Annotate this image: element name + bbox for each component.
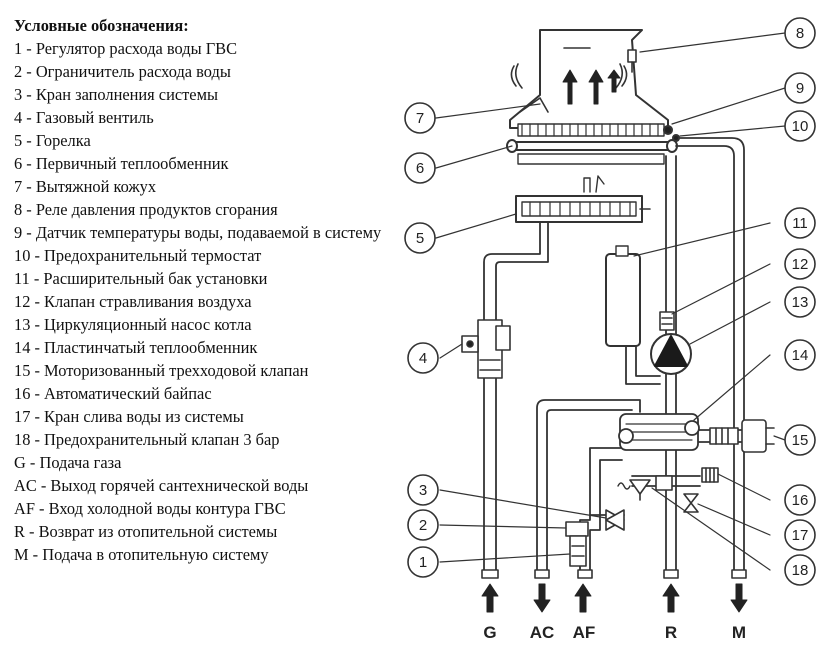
svg-text:1: 1 xyxy=(419,554,427,571)
svg-text:4: 4 xyxy=(419,350,427,367)
flow-arrows xyxy=(481,583,748,613)
callout-1: 1 xyxy=(407,546,439,578)
legend-item-2: 2 - Ограничитель расхода воды xyxy=(14,62,231,81)
port-label-af: AF xyxy=(573,623,596,642)
expansion-tank-valve xyxy=(615,245,629,257)
drain-cock xyxy=(683,493,699,513)
arrow-up-g xyxy=(481,583,499,613)
temperature-sensor xyxy=(663,125,673,135)
legend-item-5: 5 - Горелка xyxy=(14,131,91,150)
legend-item-12: 12 - Клапан стравливания воздуха xyxy=(14,292,252,311)
svg-text:17: 17 xyxy=(792,527,809,544)
flue-arrows xyxy=(562,69,621,105)
svg-text:6: 6 xyxy=(416,160,424,177)
svg-text:10: 10 xyxy=(792,118,809,135)
air-vent xyxy=(659,311,675,331)
legend-item-10: 10 - Предохранительный термостат xyxy=(14,246,262,265)
legend-item-1: 1 - Регулятор расхода воды ГВС xyxy=(14,39,238,58)
svg-text:16: 16 xyxy=(792,492,809,509)
callout-11: 11 xyxy=(784,207,816,239)
pipe-ends xyxy=(481,569,747,579)
legend-item-11: 11 - Расширительный бак установки xyxy=(14,269,268,288)
legend-item-16: 16 - Автоматический байпас xyxy=(14,384,212,403)
expansion-tank xyxy=(605,253,641,347)
legend-item-g: G - Подача газа xyxy=(14,453,122,472)
port-label-m: M xyxy=(732,623,746,642)
callout-9: 9 xyxy=(784,72,816,104)
arrow-up-af xyxy=(574,583,592,613)
callout-4: 4 xyxy=(407,342,439,374)
legend-item-8: 8 - Реле давления продуктов сгорания xyxy=(14,200,278,219)
circulation-pump xyxy=(650,333,692,375)
svg-text:9: 9 xyxy=(796,80,804,97)
safety-thermostat xyxy=(672,134,680,142)
automatic-bypass xyxy=(701,467,719,483)
safety-valve xyxy=(617,475,673,501)
flue-hood xyxy=(509,29,669,129)
legend: Условные обозначения: 1 - Регулятор расх… xyxy=(14,14,414,566)
callout-5: 5 xyxy=(404,222,436,254)
callout-16: 16 xyxy=(784,484,816,516)
pressure-switch xyxy=(627,49,637,73)
legend-item-6: 6 - Первичный теплообменник xyxy=(14,154,229,173)
plate-heat-exchanger xyxy=(618,413,700,451)
callout-13: 13 xyxy=(784,286,816,318)
svg-text:3: 3 xyxy=(419,482,427,499)
legend-item-ac: AC - Выход горячей сантехнической воды xyxy=(14,476,309,495)
callouts: 1 2 3 4 5 6 7 8 9 10 11 12 13 14 15 16 1… xyxy=(404,17,816,586)
svg-text:7: 7 xyxy=(416,110,424,127)
gas-valve xyxy=(461,319,511,379)
callout-14: 14 xyxy=(784,339,816,371)
arrow-down-m xyxy=(730,583,748,613)
svg-text:2: 2 xyxy=(419,517,427,534)
port-labels: G AC AF R M xyxy=(483,623,746,642)
legend-item-14: 14 - Пластинчатый теплообменник xyxy=(14,338,258,357)
legend-item-13: 13 - Циркуляционный насос котла xyxy=(14,315,252,334)
svg-text:13: 13 xyxy=(792,294,809,311)
legend-item-r: R - Возврат из отопительной системы xyxy=(14,522,278,541)
callout-10: 10 xyxy=(784,110,816,142)
burner xyxy=(515,175,651,223)
svg-text:18: 18 xyxy=(792,562,809,579)
legend-item-17: 17 - Кран слива воды из системы xyxy=(14,407,244,426)
callout-17: 17 xyxy=(784,519,816,551)
svg-text:12: 12 xyxy=(792,256,809,273)
svg-text:5: 5 xyxy=(416,230,424,247)
legend-item-7: 7 - Вытяжной кожух xyxy=(14,177,157,196)
callout-12: 12 xyxy=(784,248,816,280)
port-label-ac: AC xyxy=(530,623,555,642)
arrow-up-r xyxy=(662,583,680,613)
svg-text:8: 8 xyxy=(796,25,804,42)
legend-item-9: 9 - Датчик температуры воды, подаваемой … xyxy=(14,223,382,242)
legend-item-3: 3 - Кран заполнения системы xyxy=(14,85,218,104)
callout-6: 6 xyxy=(404,152,436,184)
legend-item-15: 15 - Моторизованный трехходовой клапан xyxy=(14,361,309,380)
legend-item-4: 4 - Газовый вентиль xyxy=(14,108,154,127)
callout-8: 8 xyxy=(784,17,816,49)
callout-leaders xyxy=(435,32,786,571)
callout-2: 2 xyxy=(407,509,439,541)
primary-heat-exchanger xyxy=(506,123,678,165)
callout-7: 7 xyxy=(404,102,436,134)
three-way-valve xyxy=(709,419,775,453)
callout-3: 3 xyxy=(407,474,439,506)
arrow-down-ac xyxy=(533,583,551,613)
svg-text:14: 14 xyxy=(792,347,809,364)
legend-title: Условные обозначения: xyxy=(14,16,189,35)
svg-text:11: 11 xyxy=(792,215,808,232)
port-label-r: R xyxy=(665,623,677,642)
callout-15: 15 xyxy=(784,424,816,456)
port-label-g: G xyxy=(483,623,496,642)
callout-18: 18 xyxy=(784,554,816,586)
legend-item-m: M - Подача в отопительную систему xyxy=(14,545,269,564)
flow-regulator xyxy=(565,521,589,567)
svg-text:15: 15 xyxy=(792,432,809,449)
legend-item-af: AF - Вход холодной воды контура ГВС xyxy=(14,499,286,518)
legend-item-18: 18 - Предохранительный клапан 3 бар xyxy=(14,430,280,449)
fill-valve xyxy=(605,509,625,531)
